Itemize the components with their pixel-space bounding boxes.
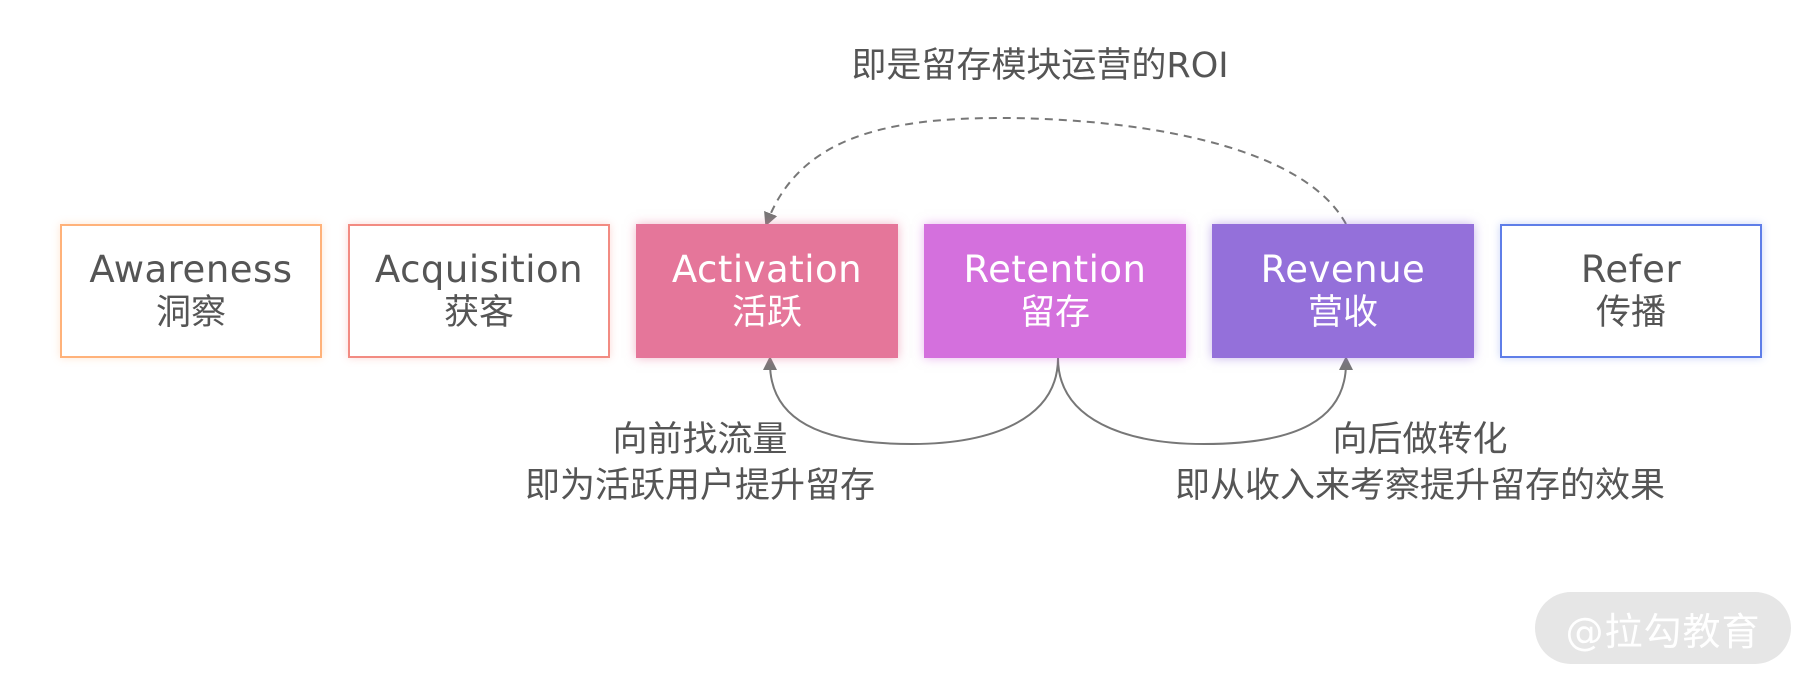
roi-caption: 即是留存模块运营的ROI (851, 46, 1229, 86)
stage-acquisition: Acquisition 获客 (348, 224, 610, 358)
retention-to-activation-arrow (763, 356, 1059, 446)
stage-activation-zh: 活跃 (731, 293, 802, 334)
stage-revenue-zh: 营收 (1307, 293, 1378, 334)
stage-activation-en: Activation (671, 248, 863, 292)
right-caption-line-2: 即从收入来考察提升留存的效果 (1174, 465, 1665, 506)
stage-acquisition-zh: 获客 (443, 293, 514, 334)
stage-activation: Activation 活跃 (636, 224, 898, 358)
roi-feedback-dashed-arrow (764, 116, 1347, 227)
stage-revenue-en: Revenue (1260, 248, 1426, 292)
left-caption-line-2: 即为活跃用户提升留存 (524, 465, 875, 506)
stage-refer: Refer 传播 (1500, 224, 1762, 358)
left-caption-line-1: 向前找流量 (612, 420, 788, 460)
stage-awareness: Awareness 洞察 (60, 224, 322, 358)
left-caption: 向前找流量 即为活跃用户提升留存 (420, 418, 980, 509)
stage-acquisition-en: Acquisition (374, 248, 584, 292)
stage-refer-en: Refer (1580, 248, 1682, 292)
stage-retention-zh: 留存 (1019, 293, 1090, 334)
right-caption: 向后做转化 即从收入来考察提升留存的效果 (1100, 418, 1740, 509)
stage-retention-en: Retention (963, 248, 1147, 292)
watermark-badge: @拉勾教育 (1535, 592, 1791, 664)
stage-revenue: Revenue 营收 (1212, 224, 1474, 358)
stage-refer-zh: 传播 (1595, 293, 1666, 334)
stage-awareness-en: Awareness (89, 248, 293, 292)
stage-retention: Retention 留存 (924, 224, 1186, 358)
right-caption-line-1: 向后做转化 (1332, 420, 1508, 460)
stage-awareness-zh: 洞察 (155, 293, 226, 334)
retention-to-revenue-arrow (1057, 356, 1353, 446)
